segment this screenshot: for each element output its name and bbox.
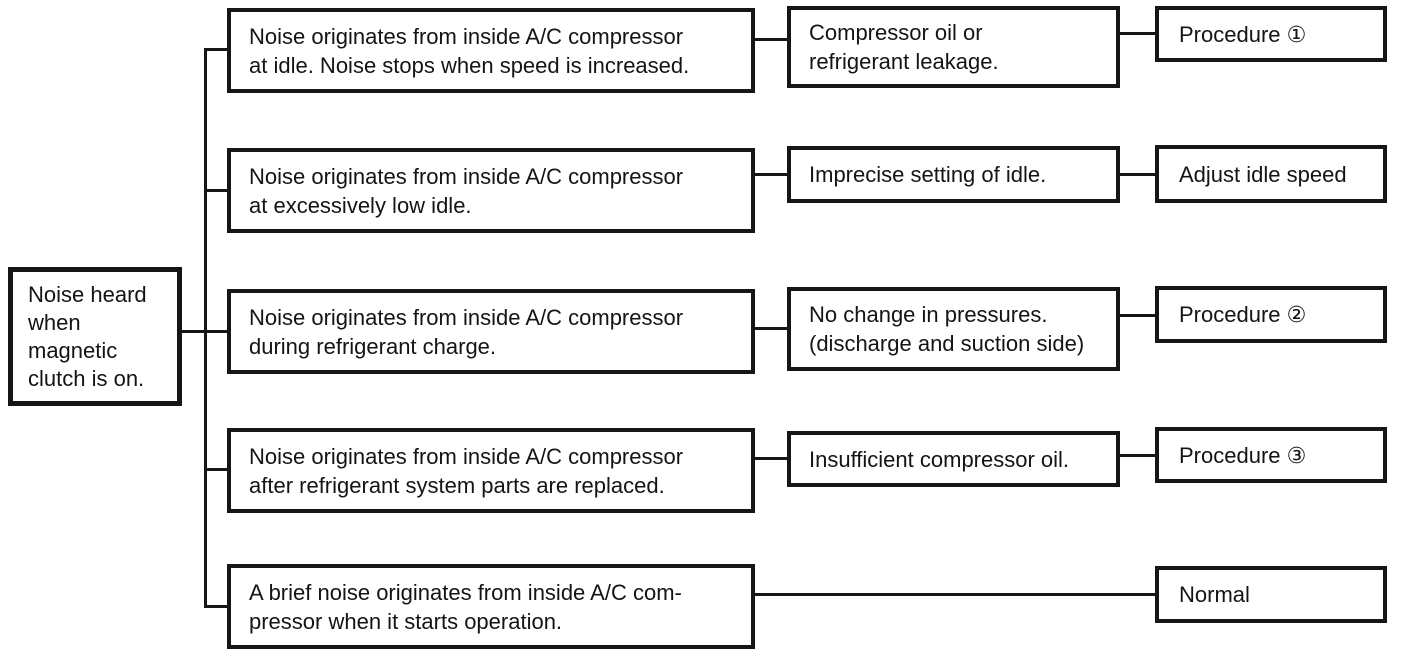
- spine-stub-row1: [204, 48, 229, 51]
- cause-action-connector-2: [1118, 173, 1157, 176]
- symptom-action-connector-5: [753, 593, 1157, 596]
- root-condition-label: Noise heard when magnetic clutch is on.: [28, 281, 147, 391]
- cause-box-1: Compressor oil or refrigerant leakage.: [787, 6, 1120, 88]
- symptom-label-1: Noise originates from inside A/C compres…: [249, 23, 690, 78]
- spine-stub-row4: [204, 468, 229, 471]
- action-label-5: Normal: [1179, 582, 1250, 607]
- cause-label-4: Insufficient compressor oil.: [809, 446, 1070, 472]
- action-box-1: Procedure ①: [1155, 6, 1387, 62]
- action-label-1: Procedure ①: [1179, 21, 1307, 47]
- symptom-label-5: A brief noise originates from inside A/C…: [249, 579, 682, 634]
- action-box-2: Adjust idle speed: [1155, 145, 1387, 203]
- root-connector-line: [180, 330, 229, 333]
- cause-label-2: Imprecise setting of idle.: [809, 162, 1047, 187]
- action-label-3: Procedure ②: [1179, 302, 1307, 327]
- cause-label-3: No change in pressures. (discharge and s…: [809, 302, 1085, 356]
- action-box-5: Normal: [1155, 566, 1387, 623]
- symptom-box-1: Noise originates from inside A/C compres…: [227, 8, 755, 93]
- branch-spine-line: [204, 48, 207, 608]
- symptom-cause-connector-3: [753, 327, 789, 330]
- action-box-4: Procedure ③: [1155, 427, 1387, 483]
- symptom-cause-connector-1: [753, 38, 789, 41]
- root-condition-box: Noise heard when magnetic clutch is on.: [8, 267, 182, 406]
- cause-box-4: Insufficient compressor oil.: [787, 431, 1120, 487]
- cause-action-connector-1: [1118, 32, 1157, 35]
- symptom-box-2: Noise originates from inside A/C compres…: [227, 148, 755, 233]
- symptom-cause-connector-4: [753, 457, 789, 460]
- cause-label-1: Compressor oil or refrigerant leakage.: [809, 20, 999, 74]
- action-label-4: Procedure ③: [1179, 442, 1307, 468]
- cause-box-2: Imprecise setting of idle.: [787, 146, 1120, 203]
- cause-action-connector-3: [1118, 314, 1157, 317]
- symptom-box-3: Noise originates from inside A/C compres…: [227, 289, 755, 374]
- spine-stub-row5: [204, 605, 229, 608]
- action-label-2: Adjust idle speed: [1179, 161, 1347, 187]
- action-box-3: Procedure ②: [1155, 286, 1387, 343]
- symptom-label-2: Noise originates from inside A/C compres…: [249, 163, 684, 218]
- spine-stub-row2: [204, 189, 229, 192]
- symptom-box-4: Noise originates from inside A/C compres…: [227, 428, 755, 513]
- cause-action-connector-4: [1118, 454, 1157, 457]
- symptom-cause-connector-2: [753, 173, 789, 176]
- symptom-label-4: Noise originates from inside A/C compres…: [249, 443, 684, 498]
- cause-box-3: No change in pressures. (discharge and s…: [787, 287, 1120, 371]
- symptom-box-5: A brief noise originates from inside A/C…: [227, 564, 755, 649]
- symptom-label-3: Noise originates from inside A/C compres…: [249, 304, 684, 359]
